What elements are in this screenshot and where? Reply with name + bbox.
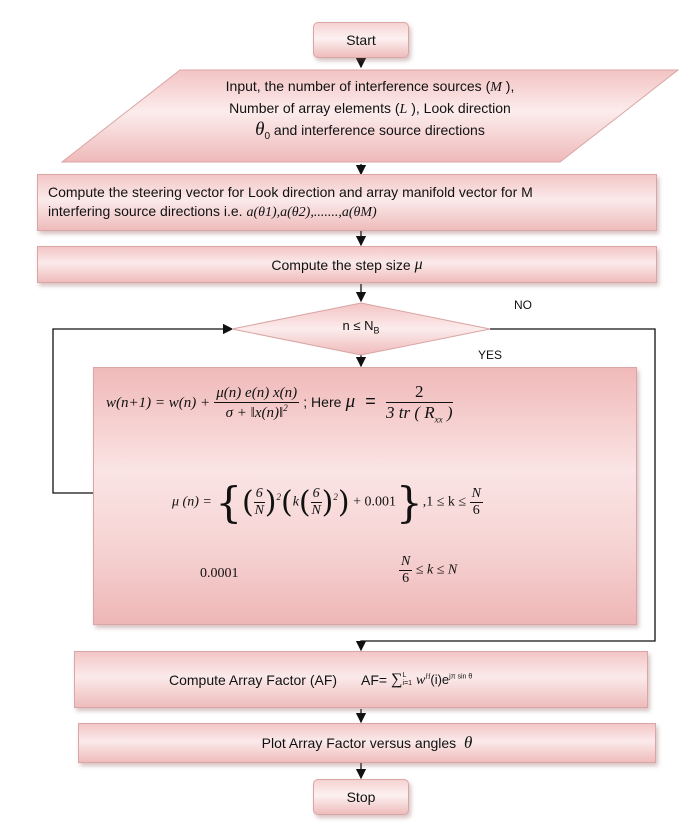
update-lhs: w(n+1) = w(n) + (106, 395, 211, 412)
mu-plus: + 0.001 (353, 494, 396, 510)
mu-sq-2: 2 (333, 492, 338, 503)
mu-range1-num: N (469, 486, 483, 503)
plot-theta: θ (463, 733, 473, 752)
steering-vectors: a(θ1),a(θ2),.......,a(θM) (246, 205, 377, 220)
stop-label: Stop (346, 789, 376, 805)
parallelogram-shape (60, 69, 680, 163)
mu-schedule-lhs: μ (n) = (172, 494, 212, 510)
input-text: Input, the number of interference source… (170, 76, 570, 147)
arrow-loop-back (52, 323, 234, 494)
step-size-label: Compute the step size (271, 256, 411, 273)
yes-label: YES (478, 348, 503, 362)
input-line1: Input, the number of interference source… (225, 78, 491, 94)
no-label: NO (514, 298, 532, 312)
step-size-mu: μ (414, 255, 423, 273)
mu-den-end: ) (442, 403, 453, 422)
input-theta0: θ (255, 119, 265, 140)
arrow-no-branch (355, 328, 656, 652)
input-parallelogram: Input, the number of interference source… (60, 68, 680, 164)
input-M: M (490, 80, 502, 95)
af-sum-top: L (402, 671, 407, 679)
weight-update-panel: w(n+1) = w(n) + μ(n) e(n) x(n) σ + ‖x(n)… (93, 367, 637, 625)
af-w: w (415, 672, 426, 688)
update-numerator: μ(n) e(n) x(n) (214, 384, 300, 403)
input-line2-end: ), Look direction (407, 100, 511, 116)
mu-alt-value: 0.0001 (200, 566, 239, 581)
steering-line1: Compute the steering vector for Look dir… (48, 184, 533, 200)
mu-n-2: N (311, 503, 321, 518)
mu-range1-den: 6 (472, 503, 480, 518)
input-L: L (399, 102, 408, 117)
input-theta0-sub: 0 (264, 130, 271, 142)
af-w-sup: H (425, 671, 431, 680)
af-rest: (i)e (430, 671, 450, 687)
mu-range2: ≤ k ≤ N (415, 562, 458, 578)
af-sum-symbol: ∑ (391, 670, 403, 688)
mu-six-1: 6 (253, 486, 265, 503)
af-formula-prefix: AF= (361, 671, 388, 688)
array-factor-label: Compute Array Factor (AF) (169, 671, 338, 688)
decision-condition-sub: B (373, 325, 380, 336)
decision-diamond (231, 302, 491, 356)
update-mu: μ (345, 391, 356, 413)
af-exp: jπ sin θ (449, 672, 473, 680)
af-sum-bot: i=1 (402, 679, 413, 687)
mu-six-2: 6 (310, 486, 322, 503)
mu-sq-1: 2 (276, 492, 281, 503)
mu-range2-num: N (399, 554, 413, 571)
plot-box: Plot Array Factor versus angles θ (78, 723, 656, 763)
start-terminal: Start (313, 22, 409, 58)
mu-k: k (292, 494, 299, 510)
mu-range1: ,1 ≤ k ≤ (422, 494, 467, 510)
update-denominator: σ + ‖x(n)‖ (225, 404, 284, 421)
stop-terminal: Stop (313, 779, 409, 815)
update-den-sup: 2 (283, 402, 288, 413)
input-line1-end: ), (501, 78, 515, 94)
mu-fraction: 2 3 tr ( Rxx ) (385, 382, 453, 425)
mu-range2-den: 6 (402, 571, 410, 586)
update-eq: = (365, 391, 376, 412)
step-size-box: Compute the step size μ (37, 246, 657, 283)
weight-update-equation: w(n+1) = w(n) + μ(n) e(n) x(n) σ + ‖x(n)… (106, 382, 453, 424)
update-fraction: μ(n) e(n) x(n) σ + ‖x(n)‖2 (214, 384, 300, 422)
mu-den-sub: xx (434, 414, 443, 425)
update-here: ; Here (303, 394, 342, 411)
decision-condition: n ≤ NB (320, 318, 402, 336)
mu-numerator: 2 (385, 382, 453, 403)
steering-vector-box: Compute the steering vector for Look dir… (37, 174, 657, 231)
mu-denominator: 3 tr ( R (385, 403, 435, 422)
plot-label: Plot Array Factor versus angles (261, 735, 457, 751)
decision-condition-text: n ≤ N (342, 318, 374, 333)
input-line2: Number of array elements ( (229, 100, 400, 116)
steering-line2: interfering source directions i.e. (48, 203, 243, 219)
start-label: Start (346, 32, 376, 48)
input-line3: and interference source directions (270, 122, 485, 138)
mu-n-1: N (254, 503, 264, 518)
